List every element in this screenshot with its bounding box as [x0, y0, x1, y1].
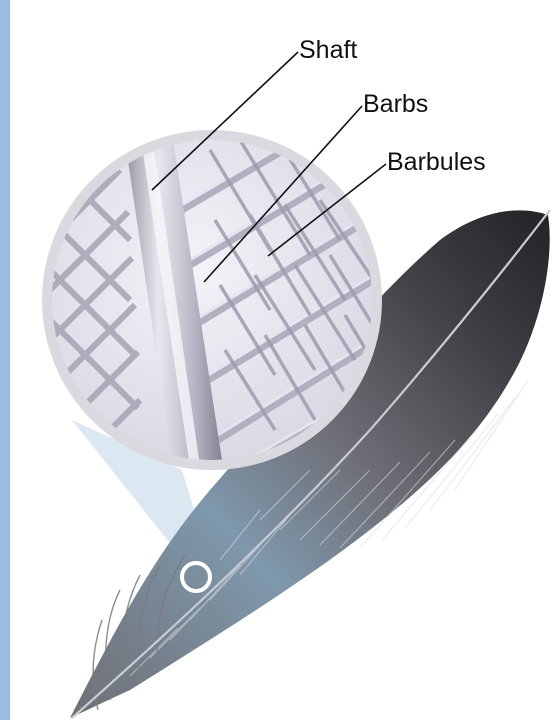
- left-accent-bar: [0, 0, 10, 720]
- feather-illustration: [10, 0, 558, 720]
- barbules-label: Barbules: [387, 150, 486, 175]
- barbs-label: Barbs: [363, 92, 428, 117]
- shaft-label: Shaft: [299, 38, 357, 63]
- feather-diagram: Shaft Barbs Barbules: [10, 0, 558, 720]
